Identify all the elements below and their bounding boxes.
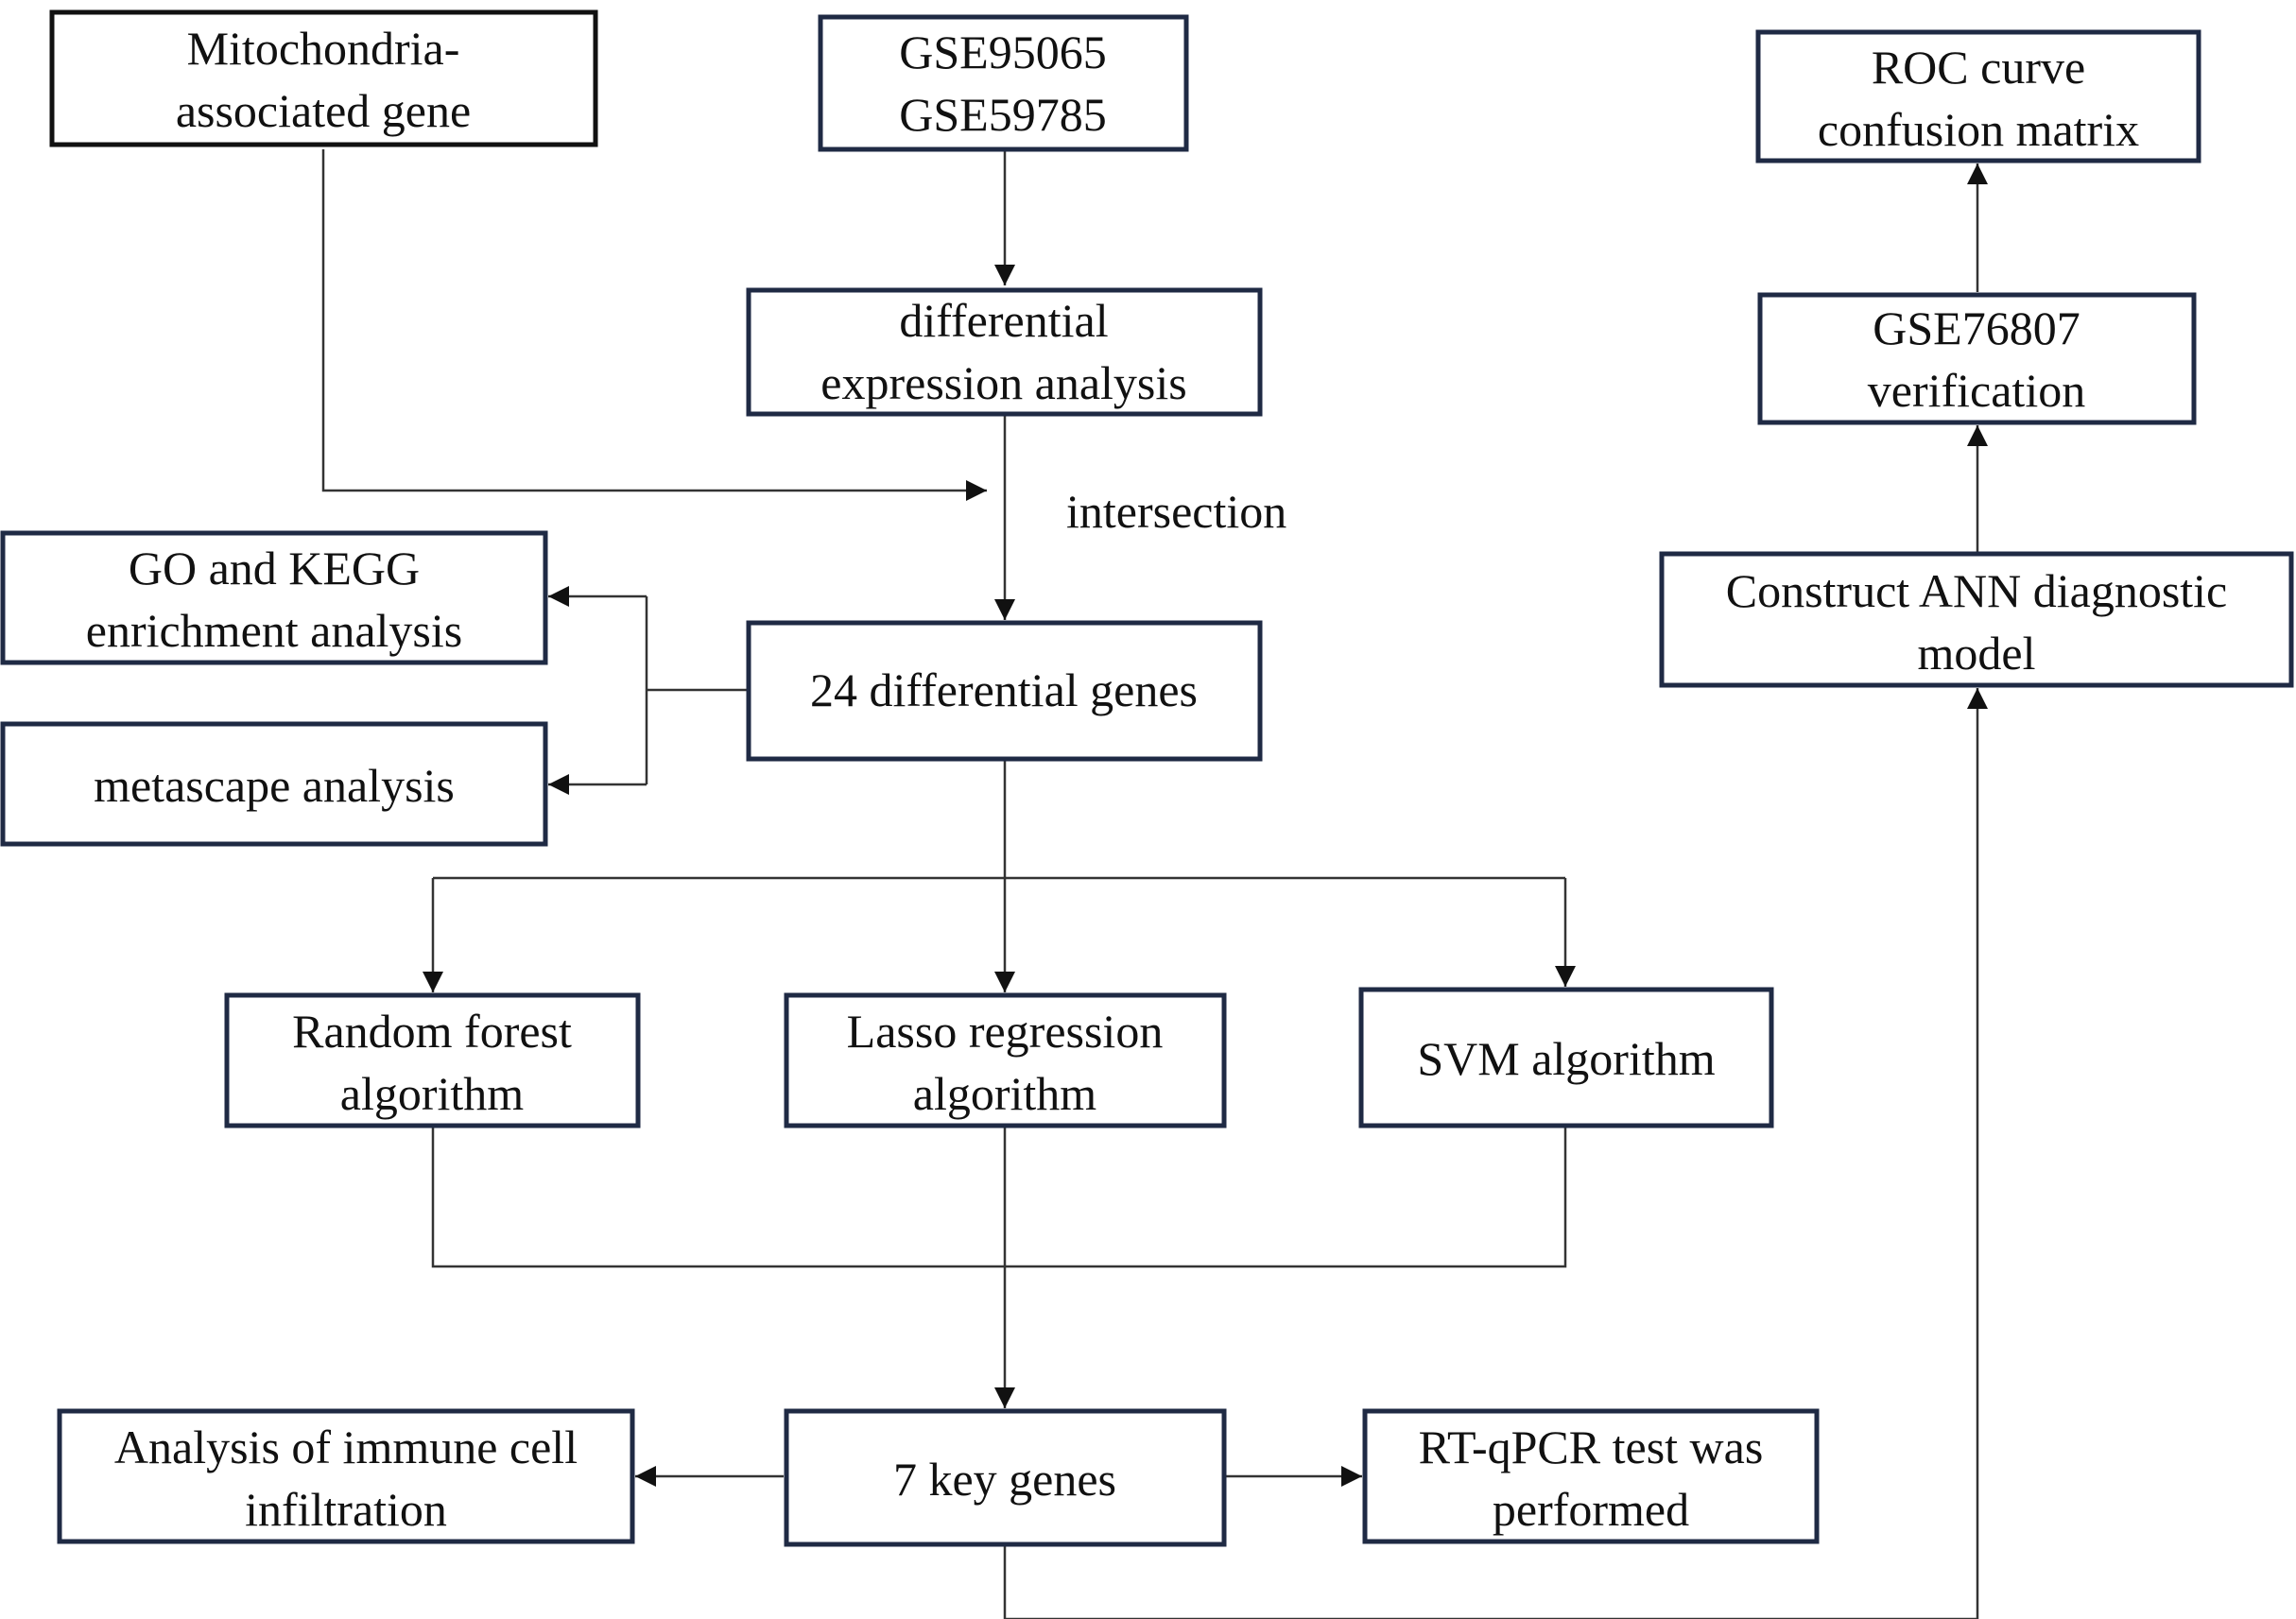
box-diff-genes [746, 620, 1263, 762]
box-key-genes [784, 1408, 1227, 1547]
label-lasso-2: algorithm [913, 1067, 1097, 1120]
box-lasso [784, 992, 1227, 1128]
label-diff-expr-2: expression analysis [820, 356, 1186, 409]
label-immune-1: Analysis of immune cell [114, 1421, 578, 1473]
connectors [321, 149, 1988, 1619]
box-gse76807 [1757, 292, 2197, 425]
box-diff-expr [746, 287, 1263, 417]
label-svm: SVM algorithm [1417, 1032, 1715, 1085]
label-diff-expr-1: differential [899, 294, 1108, 347]
box-go-kegg [0, 530, 548, 665]
label-diff-genes: 24 differential genes [810, 663, 1198, 716]
label-gse-datasets-1: GSE95065 [899, 26, 1106, 78]
box-metascape [0, 721, 548, 847]
label-go-kegg-1: GO and KEGG [129, 542, 420, 594]
label-gse-datasets-2: GSE59785 [899, 88, 1106, 141]
label-gse76807-2: verification [1868, 364, 2085, 417]
label-mito-1: Mitochondria- [187, 22, 460, 75]
connector-mito-to-intersection [321, 149, 987, 501]
label-immune-2: infiltration [245, 1483, 447, 1536]
intersection-label: intersection [1066, 485, 1286, 538]
box-roc [1755, 29, 2201, 164]
label-rtqpcr-2: performed [1493, 1483, 1689, 1536]
label-ann-1: Construct ANN diagnostic [1726, 564, 2228, 617]
label-random-forest-1: Random forest [292, 1005, 572, 1058]
box-labels: Mitochondria- associated gene GSE95065 G… [86, 22, 2228, 1536]
label-random-forest-2: algorithm [340, 1067, 525, 1120]
label-gse76807-1: GSE76807 [1873, 301, 2080, 354]
boxes [0, 9, 2294, 1547]
label-metascape: metascape analysis [94, 759, 455, 812]
box-random-forest [224, 992, 641, 1128]
box-rtqpcr [1362, 1408, 1820, 1544]
box-mito [49, 9, 598, 147]
label-ann-2: model [1918, 627, 2036, 680]
label-rtqpcr-1: RT-qPCR test was [1419, 1421, 1764, 1473]
box-gse-datasets [818, 14, 1189, 152]
connector-algo-merge [431, 1126, 1567, 1268]
label-lasso-1: Lasso regression [847, 1005, 1164, 1058]
label-roc-2: confusion matrix [1818, 103, 2139, 156]
label-roc-1: ROC curve [1872, 41, 2085, 94]
connector-keygenes-to-ann [1003, 688, 1988, 1619]
box-immune [57, 1408, 635, 1544]
box-ann [1659, 551, 2294, 688]
label-key-genes: 7 key genes [893, 1453, 1116, 1506]
label-mito-2: associated gene [176, 84, 471, 137]
box-svm [1358, 987, 1774, 1128]
label-go-kegg-2: enrichment analysis [86, 604, 463, 657]
